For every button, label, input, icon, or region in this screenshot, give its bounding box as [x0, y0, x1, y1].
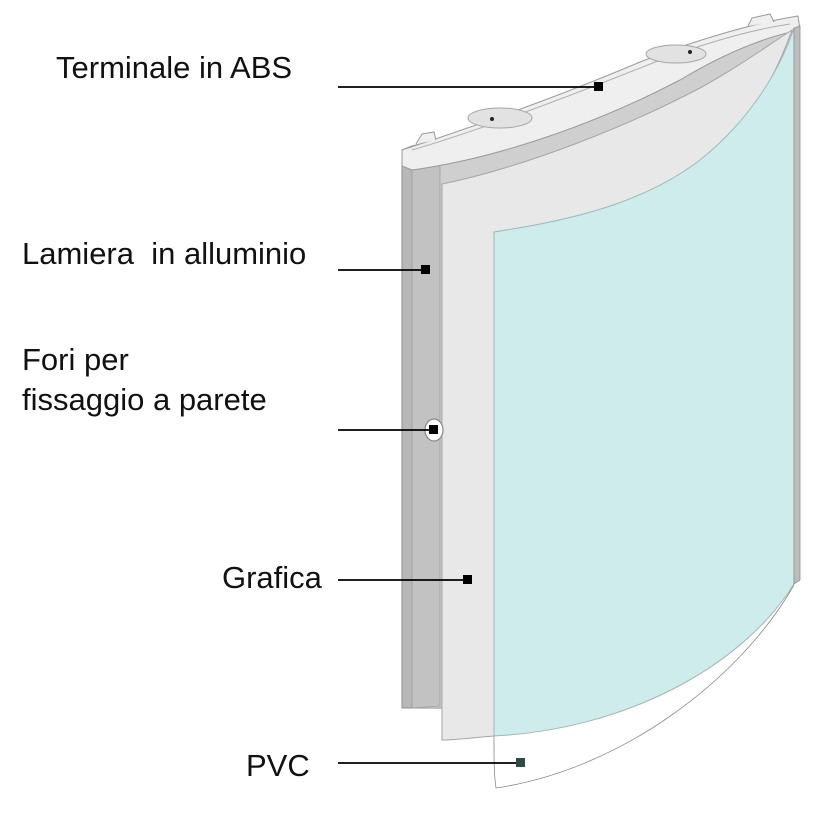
label-fori-line-2: fissaggio a parete: [22, 382, 267, 417]
abs-terminal-notch-right: [747, 13, 775, 27]
marker-fori: [429, 425, 438, 434]
label-fori-fissaggio: Fori per fissaggio a parete: [22, 340, 267, 420]
abs-screw-dot-left: [490, 117, 494, 121]
label-fori-line-1: Fori per: [22, 342, 129, 377]
frame-right-edge: [793, 25, 801, 585]
label-grafica: Grafica: [222, 560, 322, 595]
abs-screw-dot-right: [688, 50, 692, 54]
pvc-film: [493, 27, 795, 737]
marker-grafica: [463, 575, 472, 584]
marker-terminale: [594, 82, 603, 91]
abs-screw-recess-right: [645, 44, 707, 64]
abs-screw-recess-left: [467, 107, 533, 129]
abs-terminal-ridge: [411, 23, 791, 151]
label-pvc: PVC: [246, 748, 310, 783]
marker-lamiera: [421, 265, 430, 274]
aluminium-frame-edge: [401, 145, 413, 709]
label-lamiera-alluminio: Lamiera in alluminio: [22, 236, 307, 271]
marker-pvc: [516, 758, 525, 767]
label-terminale-abs: Terminale in ABS: [56, 50, 293, 85]
abs-terminal-notch-left: [415, 131, 437, 145]
